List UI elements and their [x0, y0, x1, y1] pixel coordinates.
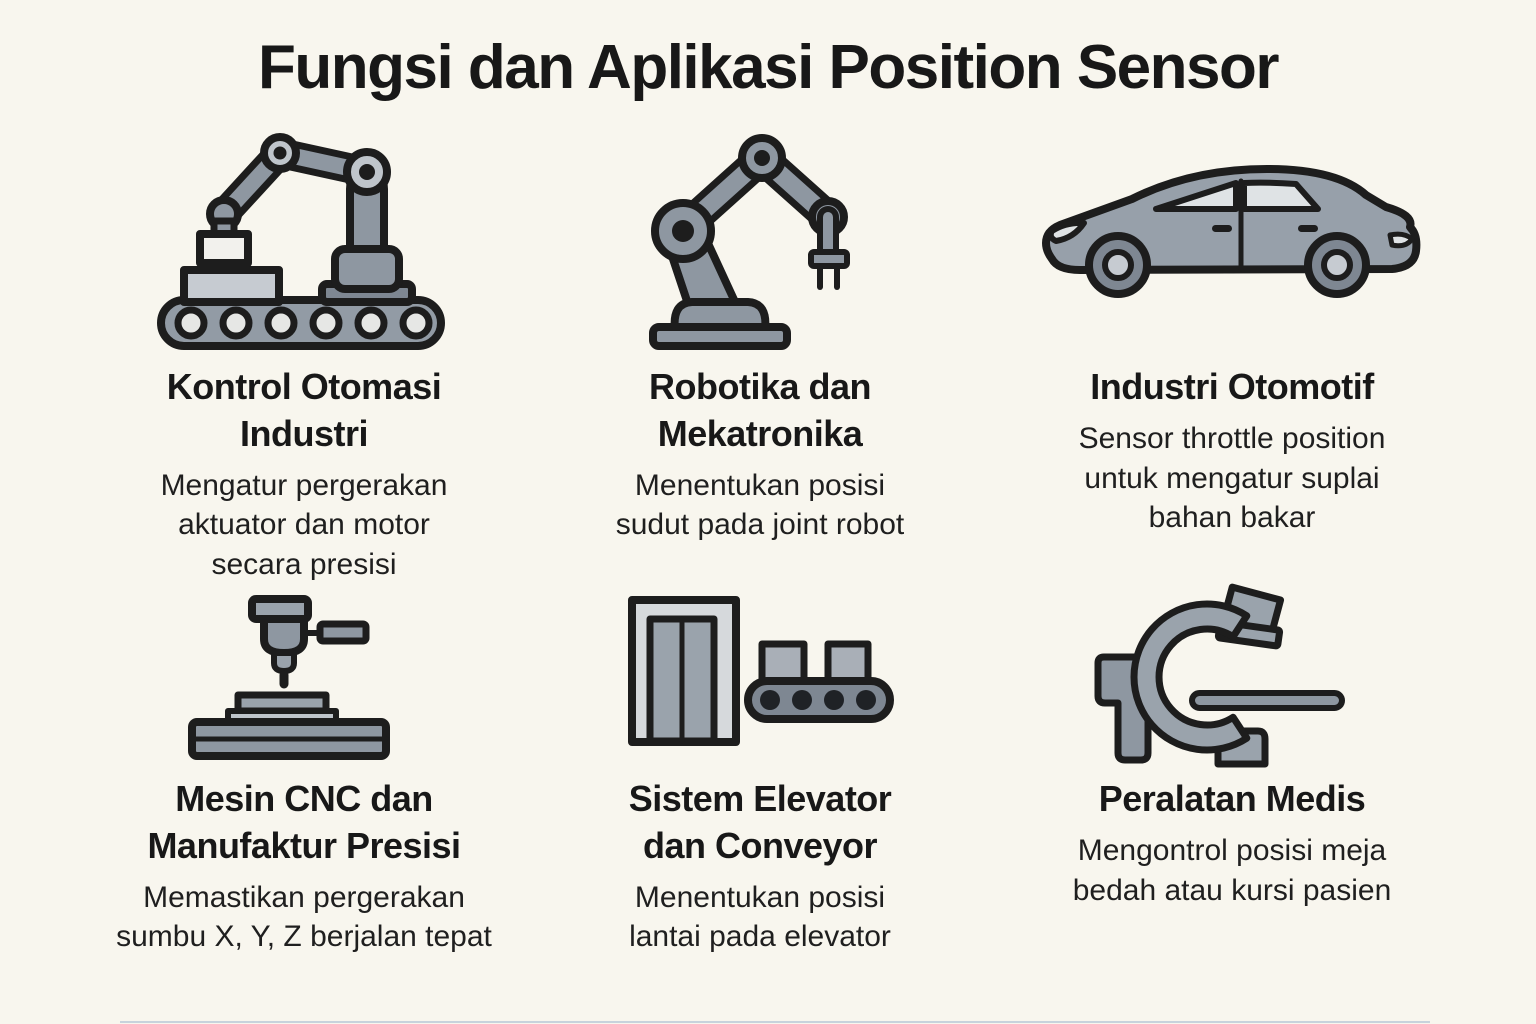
- card-description: Sensor throttle position untuk mengatur …: [1078, 421, 1386, 535]
- elevator-conveyor-icon: [610, 576, 910, 772]
- robot-arm-graphic: [649, 134, 850, 351]
- car-graphic: [1042, 165, 1421, 299]
- card-title: Kontrol Otomasi Industri: [166, 366, 442, 454]
- robotic-arm-conveyor-graphic: [157, 133, 445, 351]
- car-icon: [1032, 108, 1432, 360]
- card-description: Menentukan posisi sudut pada joint robot: [615, 468, 905, 542]
- card-title: Mesin CNC dan Manufaktur Presisi: [147, 778, 461, 866]
- card-title: Peralatan Medis: [1098, 778, 1366, 820]
- card-mesin-cnc: Mesin CNC dan Manufaktur Presisi Memasti…: [48, 576, 560, 957]
- card-robotika-mekatronika: Robotika dan Mekatronika Menentukan posi…: [504, 108, 1016, 584]
- card-industri-otomotif: Industri Otomotif Sensor throttle positi…: [976, 108, 1488, 584]
- c-arm-medical-icon: [1072, 576, 1392, 772]
- card-kontrol-otomasi-industri: Kontrol Otomasi Industri Mengatur perger…: [48, 108, 560, 584]
- card-description: Mengontrol posisi meja bedah atau kursi …: [1072, 833, 1392, 907]
- card-title: Industri Otomotif: [1090, 366, 1374, 408]
- card-description: Mengatur pergerakan aktuator dan motor s…: [160, 468, 448, 581]
- robot-arm-icon: [620, 108, 900, 360]
- card-elevator-conveyor: Sistem Elevator dan Conveyor Menentukan …: [504, 576, 1016, 957]
- bottom-row: Mesin CNC dan Manufaktur Presisi Memasti…: [0, 576, 1536, 957]
- robotic-arm-conveyor-icon: [134, 108, 474, 360]
- card-title: Robotika dan Mekatronika: [648, 366, 872, 454]
- c-arm-medical-graphic: [1094, 583, 1345, 768]
- elevator-conveyor-graphic: [628, 596, 894, 747]
- page-title: Fungsi dan Aplikasi Position Sensor: [257, 33, 1280, 102]
- card-description: Menentukan posisi lantai pada elevator: [629, 880, 891, 954]
- cnc-machine-icon: [164, 576, 444, 772]
- card-peralatan-medis: Peralatan Medis Mengontrol posisi meja b…: [976, 576, 1488, 957]
- bottom-edge-line: [120, 1021, 1430, 1023]
- card-title: Sistem Elevator dan Conveyor: [628, 778, 892, 866]
- card-description: Memastikan pergerakan sumbu X, Y, Z berj…: [116, 880, 492, 954]
- top-row: Kontrol Otomasi Industri Mengatur perger…: [0, 108, 1536, 581]
- cnc-machine-graphic: [188, 595, 390, 761]
